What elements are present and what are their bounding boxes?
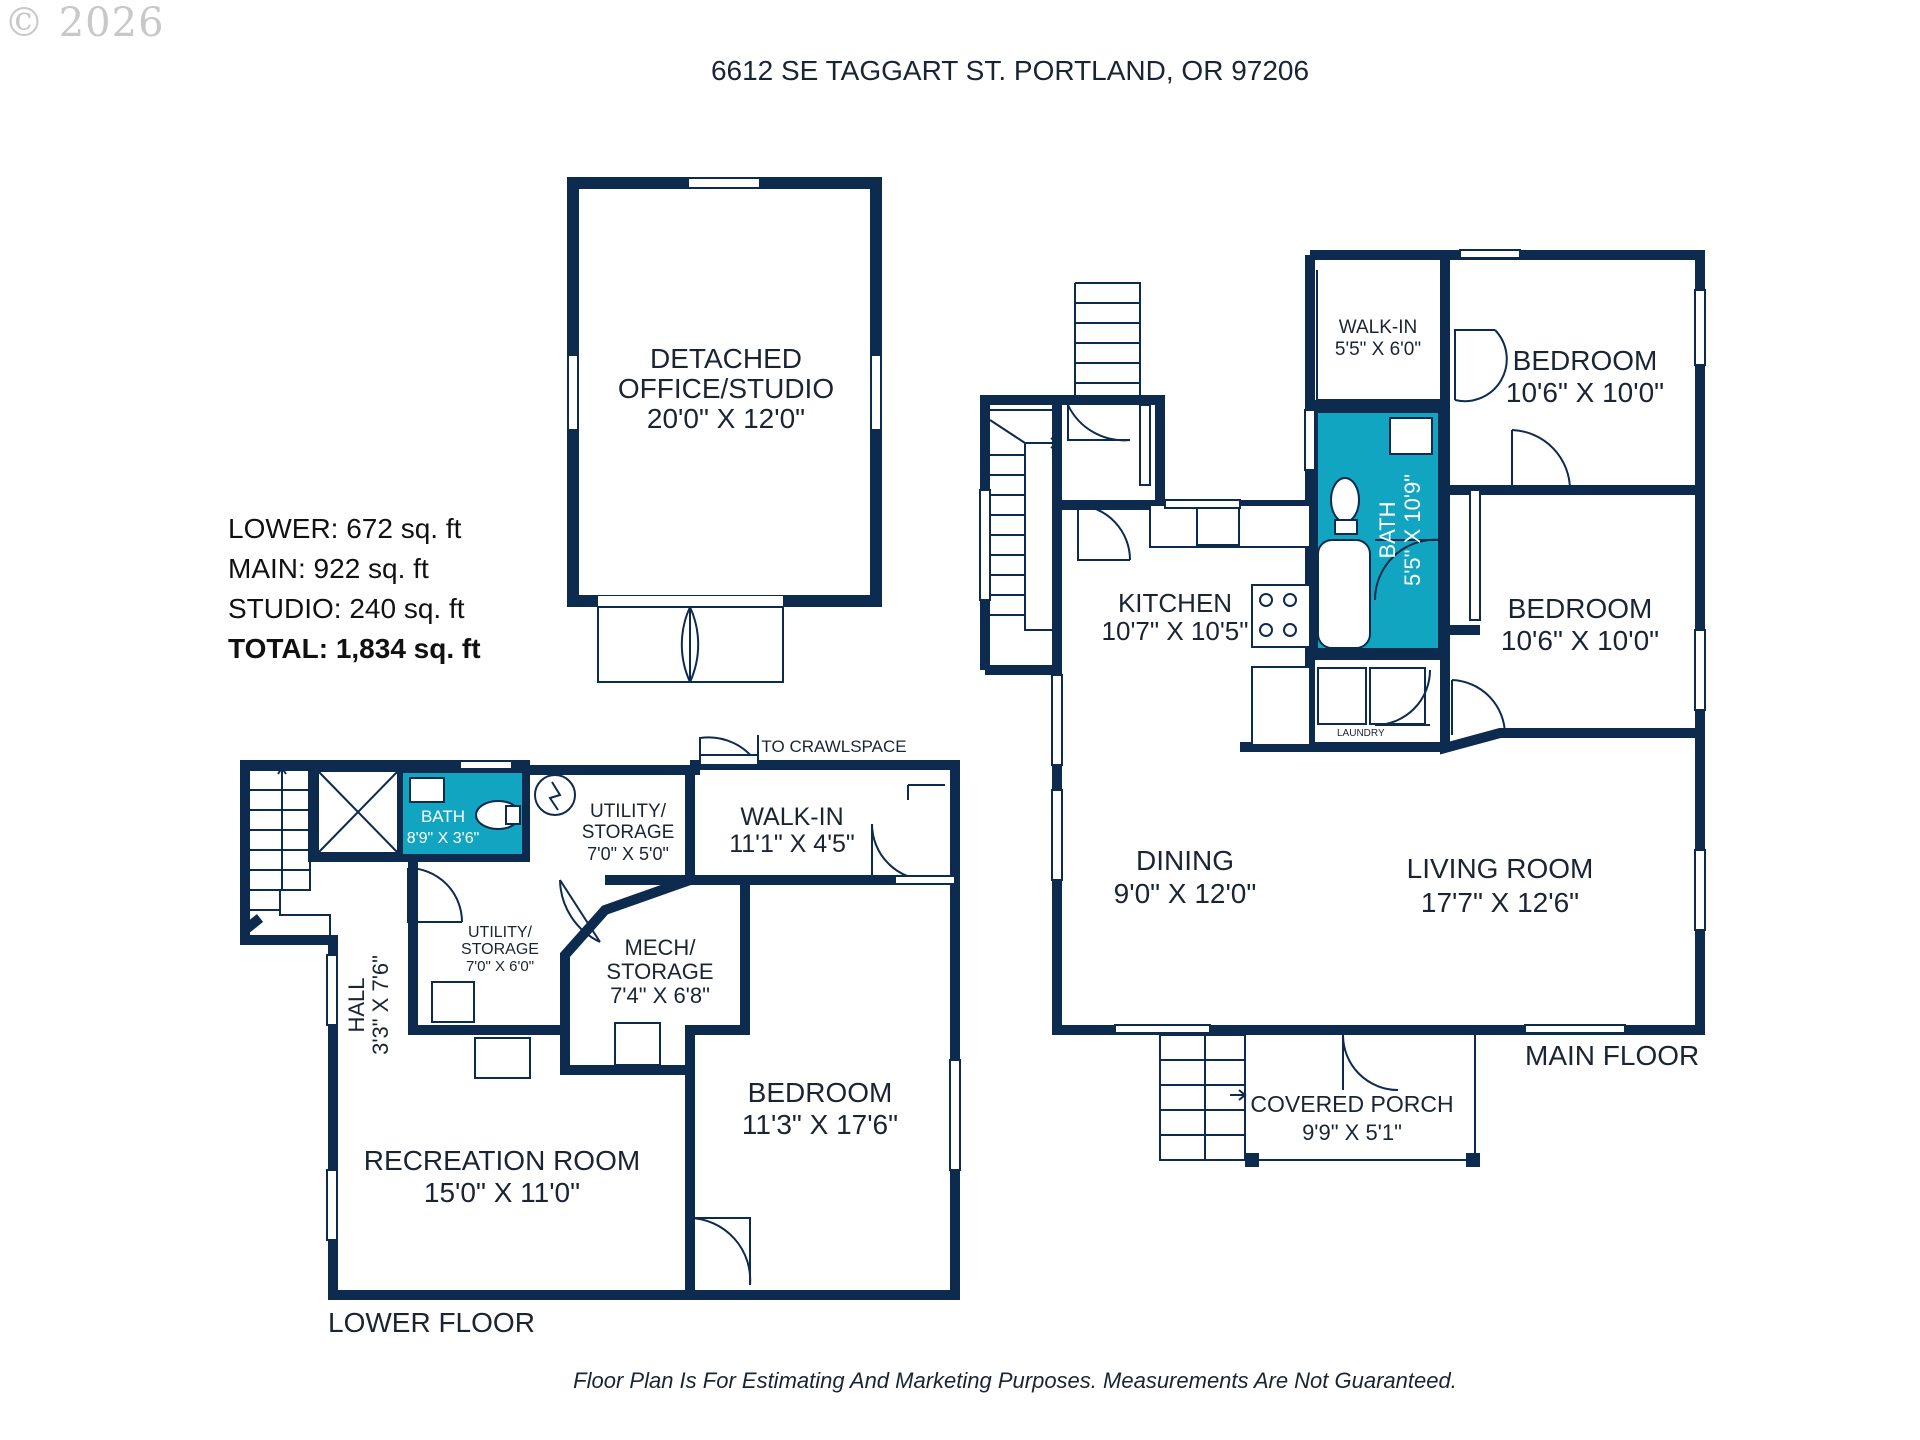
studio-dims: 20'0" X 12'0" (647, 403, 805, 434)
studio-name-1: DETACHED (650, 343, 802, 374)
recreation-name: RECREATION ROOM (364, 1145, 640, 1176)
toilet-icon (1330, 477, 1360, 523)
lower-utility2-name2: STORAGE (461, 941, 539, 958)
dryer-icon (1369, 667, 1426, 725)
main-walkin-dims: 5'5" X 6'0" (1335, 339, 1421, 360)
living-name: LIVING ROOM (1407, 853, 1594, 884)
dining-name: DINING (1136, 845, 1234, 876)
recreation-dims: 15'0" X 11'0" (424, 1177, 580, 1208)
main-floor-label: MAIN FLOOR (1525, 1040, 1699, 1071)
sink-icon (1389, 417, 1433, 455)
lower-mech-name2: STORAGE (606, 959, 713, 984)
double-door (597, 606, 784, 683)
kitchen-sink-icon (1196, 506, 1240, 546)
main-bath-name: BATH (1375, 501, 1400, 558)
lower-utility2-name1: UTILITY/ (468, 924, 533, 941)
kitchen-dims: 10'7" X 10'5" (1102, 616, 1249, 646)
washer-icon (1317, 667, 1367, 725)
laundry-label: LAUNDRY (1337, 728, 1385, 739)
lower-bedroom-dims: 11'3" X 17'6" (742, 1109, 898, 1140)
main-stairs (989, 282, 1476, 1161)
fridge-icon (1251, 666, 1311, 746)
lower-utility1-name1: UTILITY/ (590, 801, 667, 822)
copyright-watermark: © 2026 (4, 0, 165, 46)
area-studio: STUDIO: 240 sq. ft (228, 593, 465, 624)
area-total: TOTAL: 1,834 sq. ft (228, 633, 481, 664)
lower-fixtures (317, 770, 661, 1079)
sink-icon (474, 1037, 531, 1079)
living-dims: 17'7" X 12'6" (1421, 887, 1579, 918)
lower-utility2-dims: 7'0" X 6'0" (466, 958, 534, 975)
crawlspace-label: TO CRAWLSPACE (761, 737, 906, 756)
sink-icon (409, 777, 445, 803)
lower-hall-dims: 3'3" X 7'6" (368, 955, 393, 1055)
area-main: MAIN: 922 sq. ft (228, 553, 429, 584)
bathtub-icon (1317, 539, 1371, 649)
porch-dims: 9'9" X 5'1" (1302, 1120, 1402, 1145)
lower-hall-name: HALL (344, 977, 369, 1032)
lower-stairs (250, 766, 331, 940)
main-floor (980, 250, 1705, 1035)
studio-name-2: OFFICE/STUDIO (618, 373, 834, 404)
lower-walkin-dims: 11'1" X 4'5" (729, 830, 855, 858)
main-bath-dims: 5'5" X 10'9" (1400, 474, 1425, 586)
lower-doors (326, 735, 961, 1286)
window (687, 177, 761, 189)
main-fixtures (1149, 417, 1433, 746)
main-bedroom2-name: BEDROOM (1508, 593, 1653, 624)
window (567, 354, 579, 431)
main-bedroom1-dims: 10'6" X 10'0" (1506, 377, 1664, 408)
porch-name: COVERED PORCH (1250, 1091, 1453, 1117)
lower-utility1-dims: 7'0" X 5'0" (587, 844, 669, 864)
lower-bath-name: BATH (421, 807, 465, 826)
porch-posts (1245, 1153, 1480, 1167)
main-walkin-name: WALK-IN (1339, 317, 1417, 338)
lower-bedroom-name: BEDROOM (748, 1077, 893, 1108)
main-bedroom2-dims: 10'6" X 10'0" (1501, 625, 1659, 656)
main-doors (979, 249, 1706, 1091)
area-lower: LOWER: 672 sq. ft (228, 513, 462, 544)
address-title: 6612 SE TAGGART ST. PORTLAND, OR 97206 (711, 55, 1309, 86)
window (870, 354, 882, 431)
mech-unit-icon (614, 1022, 661, 1066)
kitchen-name: KITCHEN (1118, 588, 1232, 618)
lower-mech-dims: 7'4" X 6'8" (610, 983, 710, 1008)
lower-walkin-name: WALK-IN (740, 803, 843, 831)
lower-bath-dims: 8'9" X 3'6" (407, 830, 480, 847)
main-bedroom1-name: BEDROOM (1513, 345, 1658, 376)
dining-dims: 9'0" X 12'0" (1114, 878, 1257, 909)
area-summary: LOWER: 672 sq. ft MAIN: 922 sq. ft STUDI… (228, 513, 481, 664)
lower-utility1-name2: STORAGE (582, 822, 675, 843)
lower-mech-name1: MECH/ (625, 935, 697, 960)
range-icon (1251, 584, 1311, 648)
studio-building: DETACHED OFFICE/STUDIO 20'0" X 12'0" (567, 177, 882, 683)
lower-floor (240, 760, 960, 1300)
water-heater-icon (534, 774, 576, 816)
lower-floor-label: LOWER FLOOR (328, 1307, 535, 1338)
disclaimer: Floor Plan Is For Estimating And Marketi… (573, 1368, 1457, 1393)
utility-sink-icon (431, 981, 475, 1023)
